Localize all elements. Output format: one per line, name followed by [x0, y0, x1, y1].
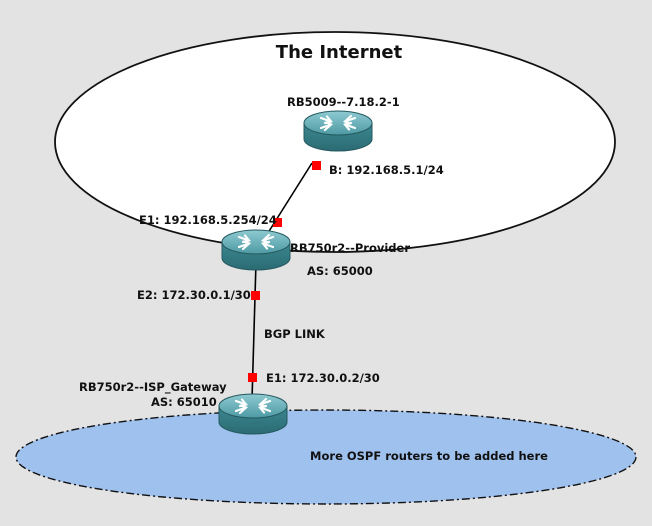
interface-label-gateway-e1: E1: 172.30.0.2/30 [266, 371, 380, 385]
link-label-bgp: BGP LINK [264, 327, 326, 341]
interface-dot-gateway-e1[interactable] [248, 373, 257, 382]
interface-label-provider-e2: E2: 172.30.0.1/30 [137, 288, 251, 302]
router-icon[interactable] [220, 228, 292, 272]
interface-label-rb5009-b: B: 192.168.5.1/24 [329, 163, 444, 177]
interface-label-provider-e1: E1: 192.168.5.254/24 [139, 213, 277, 227]
ospf-zone-label: More OSPF routers to be added here [310, 449, 548, 463]
interface-dot-provider-e1[interactable] [273, 218, 282, 227]
router-gateway-as: AS: 65010 [151, 395, 217, 409]
ospf-zone [15, 409, 637, 505]
router-rb5009-name: RB5009--7.18.2-1 [287, 95, 400, 109]
router-icon[interactable] [217, 392, 289, 436]
router-provider-as: AS: 65000 [307, 264, 373, 278]
interface-dot-rb5009-b[interactable] [312, 161, 321, 170]
router-provider-name: RB750r2--Provider [290, 241, 410, 255]
interface-dot-provider-e2[interactable] [251, 291, 260, 300]
router-gateway-name: RB750r2--ISP_Gateway [79, 380, 227, 395]
router-icon[interactable] [302, 109, 374, 153]
internet-title: The Internet [276, 42, 403, 63]
